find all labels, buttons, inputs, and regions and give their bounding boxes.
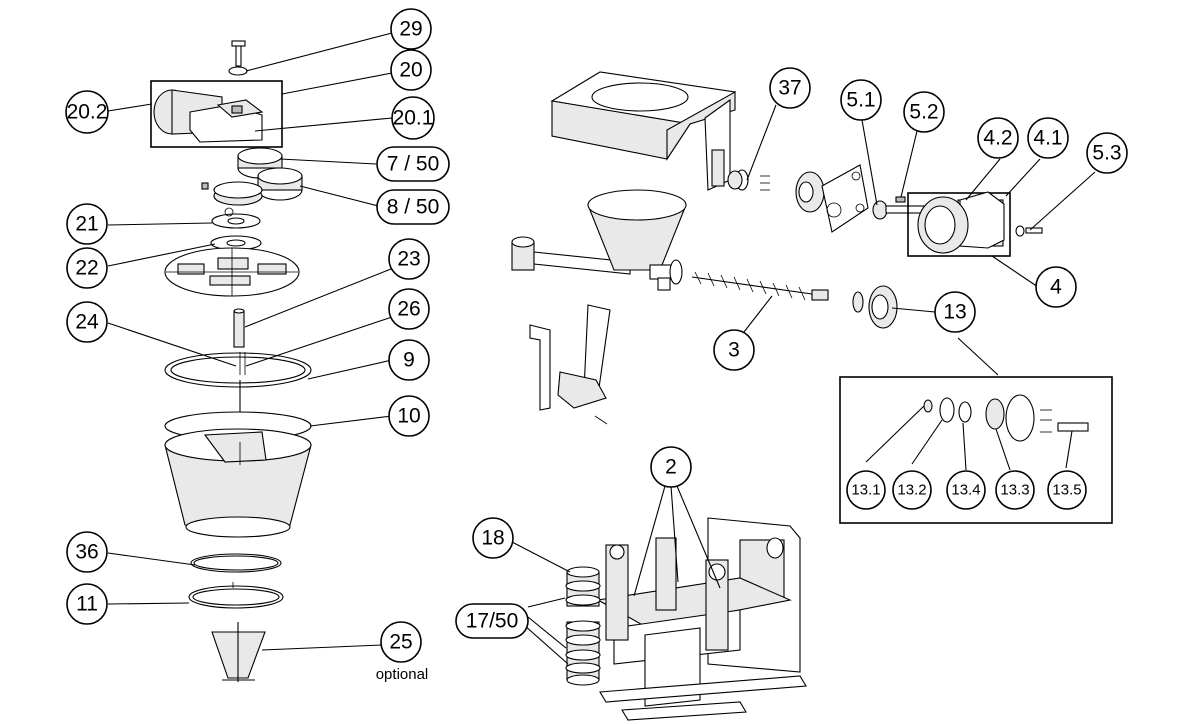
callout-5-3: 5.3 [1086,132,1128,174]
callout-5-2: 5.2 [903,91,945,133]
callout-13-3-label: 13.3 [1000,482,1029,499]
detail-box-13 [839,376,1113,524]
callout-13-5: 13.5 [1047,470,1087,510]
callout-13-1-label: 13.1 [851,482,880,499]
shaft-23-part [233,308,245,348]
clamp-11-part [188,582,284,609]
callout-5-1: 5.1 [840,79,882,121]
detail-13-parts [923,394,1089,442]
callout-25-label: 25 [389,631,412,654]
callout-21: 21 [66,203,108,245]
feed-funnel-part [587,189,687,291]
callout-3: 3 [713,329,755,371]
optional-note: optional [376,666,429,683]
hopper-10-part [164,380,312,538]
callout-4-1-label: 4.1 [1033,127,1062,150]
coupling-part [201,181,263,206]
ring-7-part [237,147,283,179]
leader-lines [107,32,1096,665]
callout-37: 37 [769,67,811,109]
washer-21-part [211,207,261,229]
callout-22: 22 [66,247,108,289]
callout-17-50-label: 17/50 [466,610,519,633]
callout-5-1-label: 5.1 [846,89,875,112]
callout-20-1-label: 20.1 [393,107,434,130]
drive-frame-2-part [596,517,807,721]
callout-7-50: 7 / 50 [376,146,450,182]
callout-24-label: 24 [75,311,99,334]
feeder-frame-part [550,71,737,191]
shaft-5-part [872,196,927,220]
callout-36: 36 [66,531,108,573]
callout-26: 26 [388,288,430,330]
callout-24: 24 [66,301,108,343]
callout-11-label: 11 [76,593,98,616]
callout-10: 10 [388,395,430,437]
callout-13-3: 13.3 [995,470,1035,510]
callout-13-4-label: 13.4 [951,482,980,499]
callout-18-label: 18 [481,527,504,550]
callout-2-label: 2 [665,456,677,479]
callout-11: 11 [66,583,108,625]
callout-10-label: 10 [397,405,420,428]
callout-22-label: 22 [75,257,98,280]
callout-8-50: 8 / 50 [376,189,450,225]
inlet-pipe-part [511,236,631,275]
callout-26-label: 26 [397,298,420,321]
callout-25: 25 [380,621,422,663]
callout-13: 13 [934,291,976,333]
callout-20: 20 [390,49,432,91]
seal-stack-17-part [565,566,601,686]
callout-13-2-label: 13.2 [897,482,926,499]
callout-13-2: 13.2 [892,470,932,510]
bearing-37-part [727,169,770,191]
callout-9: 9 [388,339,430,381]
callout-13-4: 13.4 [946,470,986,510]
motor-assembly-20-part [150,80,283,148]
callout-9-label: 9 [403,349,415,372]
callout-8-50-label: 8 / 50 [387,196,440,219]
auger-3-part [691,271,829,301]
callout-5-3-label: 5.3 [1092,142,1121,165]
callout-17-50: 17/50 [455,603,529,639]
callout-23: 23 [388,238,430,280]
callout-4-1: 4.1 [1027,117,1069,159]
bolt-5-3-part [1015,225,1043,237]
callout-2: 2 [650,446,692,488]
bearing-housing-13-part [852,285,898,329]
callout-3-label: 3 [728,339,740,362]
motor-4-part [907,191,1011,257]
agitator-25-part [211,622,266,682]
callout-20-2-label: 20.2 [67,101,108,124]
callout-20-1: 20.1 [391,96,435,140]
callout-13-label: 13 [943,301,966,324]
support-bracket-part [529,304,611,425]
callout-20-2: 20.2 [65,90,109,134]
callout-7-50-label: 7 / 50 [387,153,440,176]
callout-29: 29 [390,8,432,50]
seal-36-part [190,553,282,573]
screen-plate-part [164,247,300,297]
callout-4-label: 4 [1050,276,1062,299]
callout-4-2: 4.2 [977,117,1019,159]
callout-18: 18 [472,517,514,559]
callout-5-2-label: 5.2 [909,101,938,124]
ring-9-part [164,352,312,388]
callout-4: 4 [1035,266,1077,308]
callout-29-label: 29 [399,18,422,41]
callout-21-label: 21 [75,213,98,236]
bolt-29-part [228,40,248,76]
callout-36-label: 36 [75,541,98,564]
motor-plate-part [821,164,869,233]
callout-23-label: 23 [397,248,420,271]
callout-20-label: 20 [399,59,422,82]
flange-part [795,171,825,213]
callout-13-5-label: 13.5 [1052,482,1081,499]
callout-13-1: 13.1 [846,470,886,510]
ring-8-part [257,167,303,201]
callout-37-label: 37 [778,77,801,100]
callout-4-2-label: 4.2 [983,127,1012,150]
